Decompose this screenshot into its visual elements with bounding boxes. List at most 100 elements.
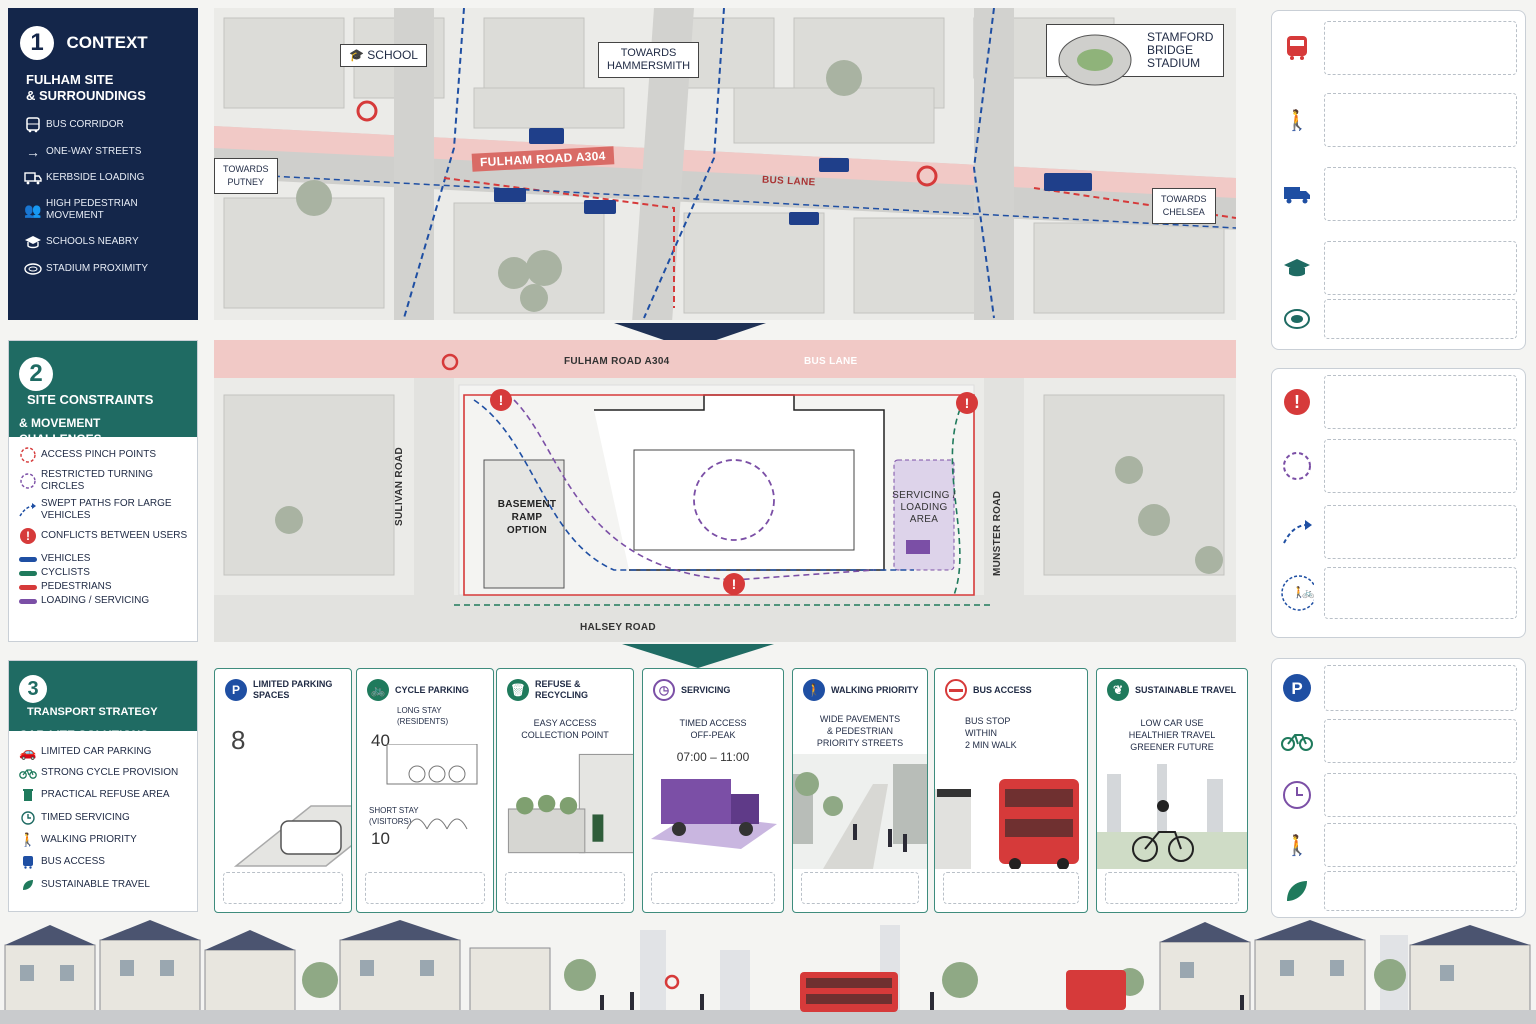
- note-field[interactable]: [1324, 871, 1517, 911]
- note-field[interactable]: [1324, 567, 1517, 619]
- car-icon: 🚗: [19, 744, 37, 760]
- legend-cycle: STRONG CYCLE PROVISION: [15, 767, 191, 779]
- svg-text:P: P: [1291, 679, 1302, 698]
- walking-icon: 🚶: [1284, 834, 1310, 857]
- panel-title: SITE CONSTRAINTS: [27, 392, 154, 408]
- leaf-icon: ❦: [1107, 679, 1129, 701]
- step-number: 3: [19, 675, 47, 703]
- halsey-road-label: HALSEY ROAD: [580, 622, 656, 633]
- panel-subtitle-line1: FULHAM SITE: [26, 72, 114, 87]
- svg-text:!: !: [26, 529, 30, 543]
- context-notes-panel: 🚶: [1271, 10, 1526, 350]
- leaf-icon: [1280, 874, 1314, 908]
- note-field[interactable]: [1324, 665, 1517, 711]
- note-field[interactable]: [1324, 375, 1517, 429]
- card-cycle-parking: 🚲CYCLE PARKING LONG STAY(RESIDENTS) 40 S…: [356, 668, 494, 913]
- note-field[interactable]: [1324, 823, 1517, 867]
- bin-icon: 🗑: [507, 679, 529, 701]
- note-field[interactable]: [1324, 21, 1517, 75]
- parking-icon: P: [1280, 671, 1314, 705]
- legend-schools: SCHOOLS NEABRY: [20, 235, 186, 249]
- legend-pinch-points: ACCESS PINCH POINTS: [15, 446, 191, 464]
- stadium-icon: [20, 262, 46, 276]
- note-field[interactable]: [1324, 93, 1517, 147]
- servicing-time: 07:00 – 11:00: [676, 750, 750, 764]
- note-field[interactable]: [1324, 167, 1517, 221]
- panel-title: TRANSPORT STRATEGY: [27, 705, 158, 718]
- site-constraints-map: !!! FULHAM ROAD A304 BUS LANE SULIVAN RO…: [214, 340, 1236, 642]
- step-number: 2: [19, 357, 53, 391]
- dashed-circle-purple-icon: [1280, 449, 1314, 483]
- bus-icon: [15, 855, 41, 869]
- cycle-racks-illustration: [386, 744, 478, 830]
- legend-turning-circles: RESTRICTED TURNING CIRCLES: [15, 469, 191, 493]
- svg-text:!: !: [732, 576, 737, 592]
- card-notes-box[interactable]: [505, 872, 625, 904]
- card-notes-box[interactable]: [651, 872, 775, 904]
- servicing-truck-illustration: [651, 779, 777, 849]
- walking-icon: 🚶: [19, 832, 37, 847]
- legend-pedestrian: 👥HIGH PEDESTRIAN MOVEMENT: [20, 198, 186, 222]
- flow-arrow-2: [622, 644, 774, 668]
- graduation-cap-icon: [1280, 251, 1314, 285]
- panel-title: CONTEXT: [66, 33, 148, 52]
- bus-lane-label: BUS LANE: [804, 356, 858, 367]
- arrow-right-icon: →: [26, 144, 40, 160]
- site-constraints-panel: 2 SITE CONSTRAINTS & MOVEMENT CHALLENGES…: [8, 340, 198, 642]
- card-notes-box[interactable]: [365, 872, 485, 904]
- parking-icon: P: [225, 679, 247, 701]
- bin-icon: [15, 788, 41, 802]
- legend-refuse: PRACTICAL REFUSE AREA: [15, 788, 191, 802]
- leaf-icon: [15, 878, 41, 892]
- card-notes-box[interactable]: [801, 872, 919, 904]
- panel-subtitle-line2: & SURROUNDINGS: [26, 88, 146, 103]
- transport-strategy-panel: 3 TRANSPORT STRATEGY CAR-LITE SOLUTIONS …: [8, 660, 198, 912]
- stadium-icon: [1280, 302, 1314, 336]
- legend-car-parking: 🚗LIMITED CAR PARKING: [15, 744, 191, 760]
- street-illustration: [793, 754, 927, 869]
- swept-path-arrow-icon: [1280, 515, 1314, 549]
- dashed-circle-red-icon: [15, 446, 41, 464]
- graduation-cap-icon: [20, 235, 46, 249]
- svg-text:🚶: 🚶: [1292, 586, 1306, 599]
- step-number: 1: [20, 26, 54, 60]
- legend-servicing: TIMED SERVICING: [15, 811, 191, 825]
- parking-illustration: [233, 805, 351, 867]
- refuse-illustration: [507, 753, 633, 854]
- note-field[interactable]: [1324, 299, 1517, 339]
- long-stay-value: 40: [371, 731, 390, 750]
- svg-text:!: !: [499, 392, 504, 408]
- dashed-circle-purple-icon: [15, 472, 41, 490]
- sulivan-road-label: SULIVAN ROAD: [394, 447, 405, 526]
- note-field[interactable]: [1324, 439, 1517, 493]
- card-notes-box[interactable]: [1105, 872, 1239, 904]
- card-notes-box[interactable]: [943, 872, 1079, 904]
- bicycle-icon: [1280, 724, 1314, 758]
- panel-subtitle-line2: CHALLENGES: [19, 432, 102, 446]
- strategy-notes-panel: P 🚶: [1271, 658, 1526, 918]
- munster-road-label: MUNSTER ROAD: [992, 490, 1003, 576]
- note-field[interactable]: [1324, 241, 1517, 295]
- walking-icon: 🚶: [1284, 109, 1310, 132]
- note-field[interactable]: [1324, 773, 1517, 817]
- note-field[interactable]: [1324, 505, 1517, 559]
- legend-stadium: STADIUM PROXIMITY: [20, 262, 186, 276]
- walking-icon: 🚶: [803, 679, 825, 701]
- svg-text:!: !: [965, 395, 970, 411]
- graduation-cap-icon: 🎓: [349, 48, 364, 62]
- svg-text:!: !: [1294, 392, 1300, 412]
- note-field[interactable]: [1324, 719, 1517, 763]
- card-walking-priority: 🚶WALKING PRIORITY WIDE PAVEMENTS& PEDEST…: [792, 668, 928, 913]
- card-notes-box[interactable]: [223, 872, 343, 904]
- truck-icon: [1280, 177, 1314, 211]
